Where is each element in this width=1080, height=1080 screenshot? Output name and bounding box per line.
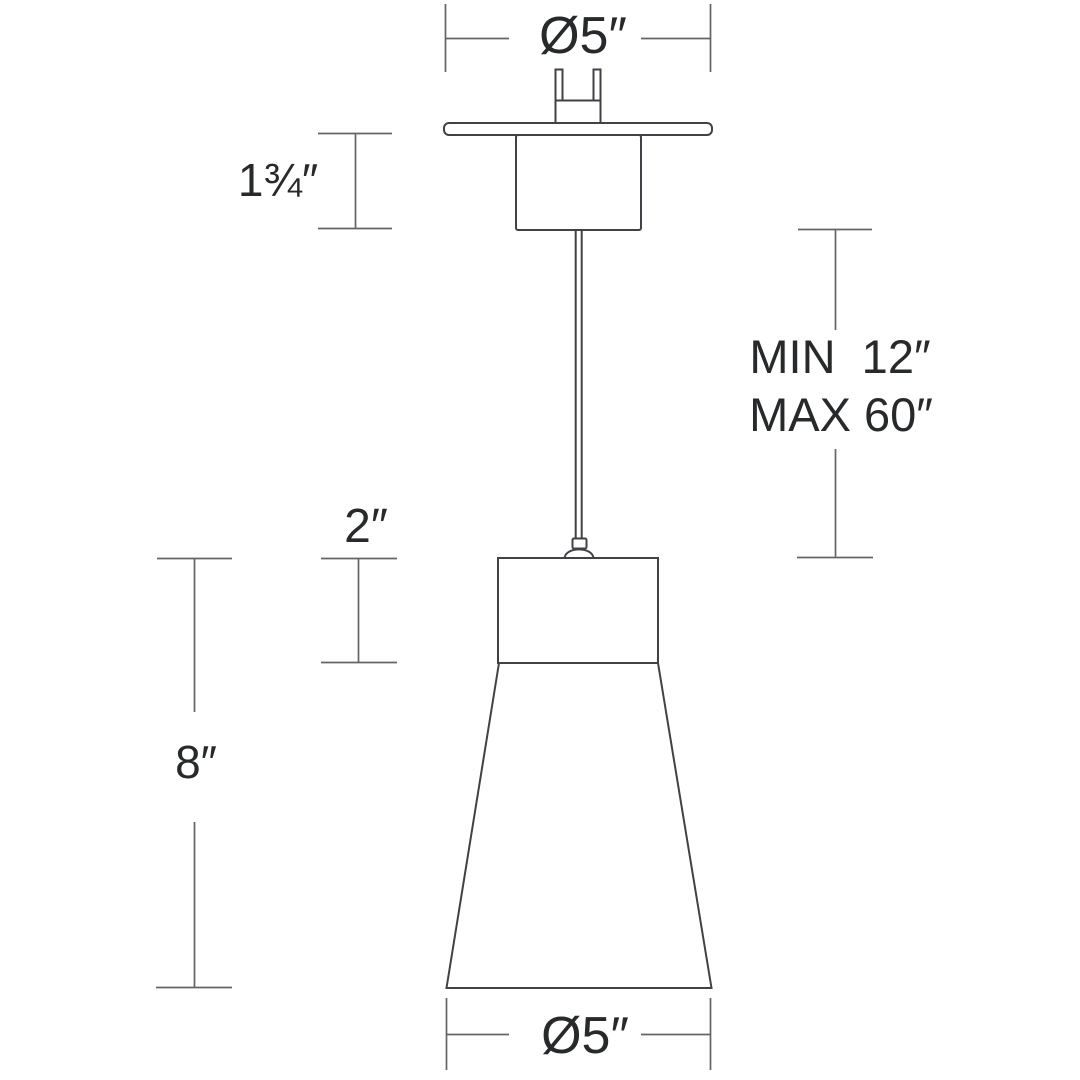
cord-ferrule bbox=[571, 537, 588, 550]
mounting-bracket bbox=[554, 68, 602, 123]
shade bbox=[445, 557, 713, 989]
dim-label-shade-neck-height: 2″ bbox=[344, 500, 388, 553]
dim-suspension-length: MIN 12″ MAX 60″ bbox=[749, 228, 933, 559]
dim-canopy-height: 1¾″ bbox=[238, 132, 392, 230]
dim-canopy-diameter: Ø5″ bbox=[444, 4, 712, 72]
shade-neck bbox=[497, 557, 659, 664]
canopy-stem bbox=[515, 134, 642, 231]
canopy-plate bbox=[443, 122, 713, 136]
dim-label-shade-body-height: 8″ bbox=[175, 736, 217, 788]
suspension-cord bbox=[563, 230, 595, 559]
dim-label-suspension-min: MIN 12″ bbox=[749, 330, 930, 383]
dim-label-shade-diameter: Ø5″ bbox=[541, 1007, 629, 1065]
canopy-assembly bbox=[443, 122, 713, 231]
cord-strain-relief-dome bbox=[563, 548, 595, 559]
shade-flared-body bbox=[445, 662, 713, 989]
dim-label-canopy-height: 1¾″ bbox=[238, 154, 318, 206]
dim-shade-neck-height: 2″ bbox=[321, 500, 397, 664]
dim-shade-body-height: 8″ bbox=[156, 557, 232, 989]
dim-label-canopy-diameter: Ø5″ bbox=[539, 7, 627, 65]
dim-label-suspension-max: MAX 60″ bbox=[749, 388, 933, 441]
dim-shade-diameter: Ø5″ bbox=[445, 998, 712, 1070]
